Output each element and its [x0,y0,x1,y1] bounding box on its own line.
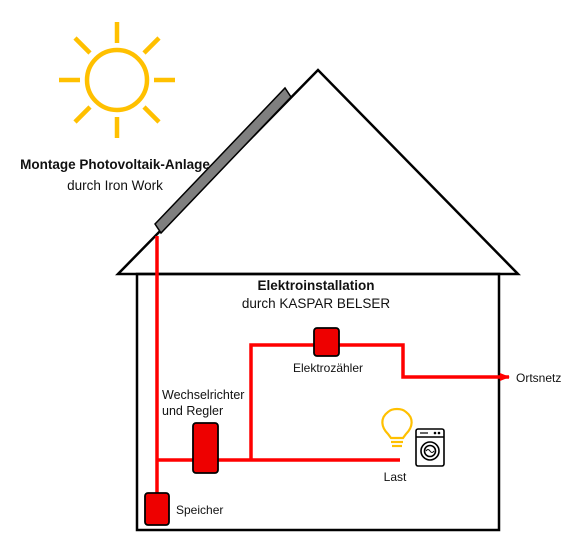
pv-subtitle: durch Iron Work [67,178,163,193]
installation-title: Elektroinstallation [257,278,374,293]
electricity-meter-box [313,327,340,357]
pv-title: Montage Photovoltaik-Anlage [20,157,210,172]
wiring [155,236,510,495]
sun-icon [59,22,175,138]
grid-label: Ortsnetz [516,371,561,385]
meter-to-grid [339,343,498,379]
inverter-label-line2: und Regler [162,404,223,418]
storage-battery-box [144,492,170,526]
washing-machine-icon [415,428,445,467]
inverter-box [192,422,219,474]
house-roof [115,68,521,276]
meter-feed [249,343,314,460]
meter-label: Elektrozähler [293,361,363,375]
inverter-label-line1: Wechselrichter [162,388,244,402]
solar-panel-icon [154,86,292,235]
storage-label: Speicher [176,503,223,517]
load-label: Last [384,470,407,484]
lightbulb-icon [381,407,413,448]
installation-subtitle: durch KASPAR BELSER [242,296,391,311]
house-body [135,272,501,532]
